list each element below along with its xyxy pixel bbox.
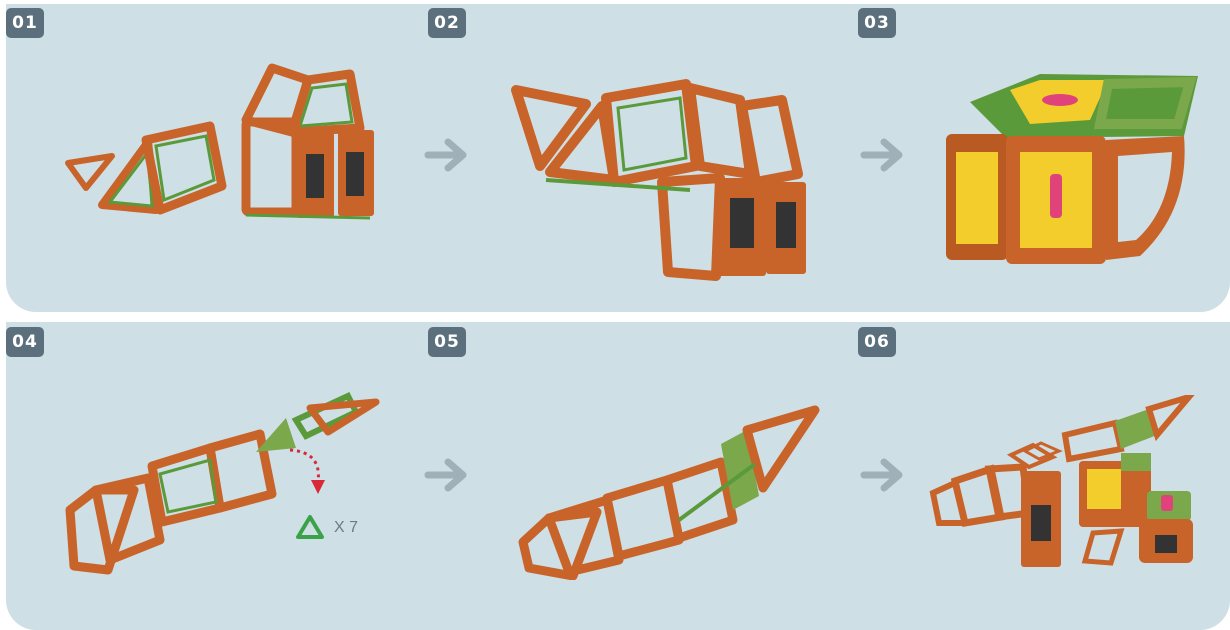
piece-count-label: X 7 <box>334 519 358 537</box>
step-04-illustration <box>60 390 380 580</box>
step-badge-05: 05 <box>428 327 466 357</box>
step-badge-02: 02 <box>428 8 466 38</box>
step-badge-03: 03 <box>858 8 896 38</box>
step-05-illustration <box>515 400 835 580</box>
step-03-illustration <box>940 60 1210 270</box>
step-badge-04: 04 <box>6 327 44 357</box>
step-01-illustration <box>60 60 390 230</box>
step-06-illustration <box>925 395 1205 585</box>
step-02-illustration <box>510 70 820 300</box>
arrow-right-icon <box>858 455 910 495</box>
step-badge-06: 06 <box>858 327 896 357</box>
arrow-right-icon <box>422 135 474 175</box>
step-badge-01: 01 <box>6 8 44 38</box>
triangle-piece-icon <box>295 514 325 540</box>
arrow-right-icon <box>858 135 910 175</box>
arrow-right-icon <box>422 455 474 495</box>
